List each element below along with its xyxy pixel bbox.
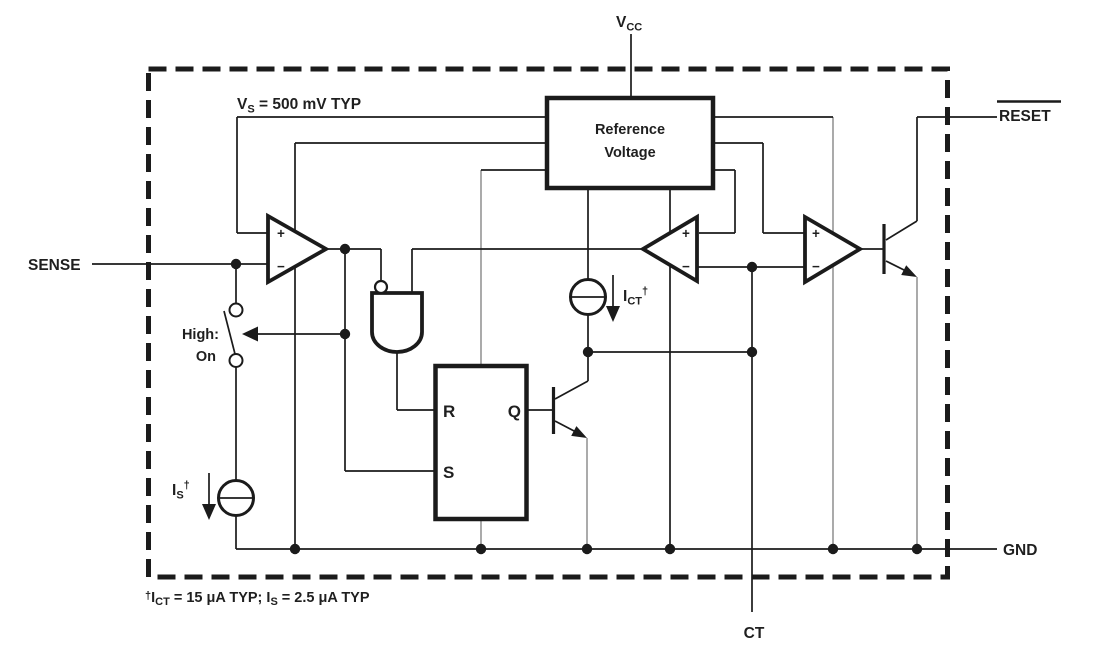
ict-arrowhead [606, 306, 620, 322]
ict-current-label: ICT† [623, 286, 648, 308]
switch-note-line2: On [196, 349, 216, 365]
switch-note-line1: High: [182, 327, 219, 343]
gnd-pin-label: GND [1003, 542, 1037, 559]
midcomp-minus-sign: − [682, 259, 690, 274]
latch-s-label: S [443, 463, 454, 482]
footnote: †ICT = 15 μA TYP; IS = 2.5 μA TYP [145, 590, 370, 608]
wire-comp1-out-to-nand-bubble [326, 248, 382, 281]
wire-q-collector [554, 352, 589, 400]
wire-midcomp-out-to-nand [411, 248, 644, 293]
sr-latch: R S Q [433, 363, 529, 522]
middle-comparator [639, 213, 699, 285]
wire-ref-to-comp1-plus [236, 116, 547, 234]
rightcomp-minus-sign: − [812, 259, 820, 274]
switch-control-arrowhead [242, 326, 258, 342]
midcomp-plus-sign: + [682, 226, 690, 241]
switch-contact-top [228, 302, 244, 318]
sense-pin-label: SENSE [28, 257, 81, 274]
junction-gnd-1 [289, 543, 301, 555]
junction-switch-control [339, 328, 351, 340]
junction-ct-node [746, 346, 758, 358]
current-sources [202, 275, 620, 520]
reference-voltage-box [544, 95, 716, 191]
wire-comp1-out-to-s-input [344, 249, 435, 472]
junction-gnd-2 [475, 543, 487, 555]
reference-label-line2: Voltage [604, 145, 655, 161]
junction-gnd-3 [581, 543, 593, 555]
ic-boundary-dashed-box [146, 66, 950, 580]
is-arrowhead [202, 504, 216, 520]
inverter-bubble [373, 279, 389, 295]
reset-transistor-emitter-arrowhead [901, 265, 917, 277]
reference-voltage-block: Reference Voltage [544, 95, 716, 191]
junction-sense [230, 258, 242, 270]
junction-dots [230, 243, 923, 555]
rightcomp-plus-sign: + [812, 226, 820, 241]
transistors [551, 224, 917, 438]
junction-ict-node [582, 346, 594, 358]
vcc-pin-label: VCC [616, 14, 642, 34]
comp1-plus-sign: + [277, 226, 285, 241]
ct-pin-label: CT [744, 625, 765, 642]
latch-r-label: R [443, 402, 455, 421]
vs-threshold-note: VS = 500 mV TYP [237, 96, 361, 116]
is-current-label: IS† [172, 480, 190, 502]
wire-reset-emitter [885, 260, 907, 272]
wires [92, 34, 997, 612]
wire-ref-to-midcomp-plus [699, 169, 736, 234]
nand-gate [370, 279, 424, 354]
q-transistor-emitter-arrowhead [571, 426, 587, 438]
reset-comparator [803, 213, 864, 286]
switch-contact-bottom [228, 353, 244, 368]
sense-comparator [266, 212, 330, 286]
comp1-minus-sign: − [277, 259, 285, 274]
wire-ref-to-rightcomp-plus [713, 142, 805, 234]
annotations: VS = 500 mV TYP High: On IS† ICT† †ICT =… [145, 96, 648, 608]
wire-nand-out-to-r-input [396, 352, 435, 411]
wire-ref-left-to-gnd [294, 142, 547, 549]
junction-gnd-4 [664, 543, 676, 555]
junction-gnd-5 [827, 543, 839, 555]
reset-pin-label: RESET [999, 108, 1051, 125]
wire-reset-collector [885, 116, 997, 241]
pin-labels: VCC RESET SENSE GND CT [28, 14, 1061, 642]
reference-label-line1: Reference [595, 122, 665, 138]
latch-box [433, 363, 529, 522]
and-gate-body [370, 291, 424, 354]
hysteresis-switch [223, 302, 258, 368]
junction-comp1-out [339, 243, 351, 255]
junction-minus-bus [746, 261, 758, 273]
comparators: + − + − + − [266, 212, 864, 286]
wire-q-emitter [554, 420, 577, 433]
junction-gnd-6 [911, 543, 923, 555]
latch-q-label: Q [508, 402, 521, 421]
switch-blade [223, 310, 236, 355]
